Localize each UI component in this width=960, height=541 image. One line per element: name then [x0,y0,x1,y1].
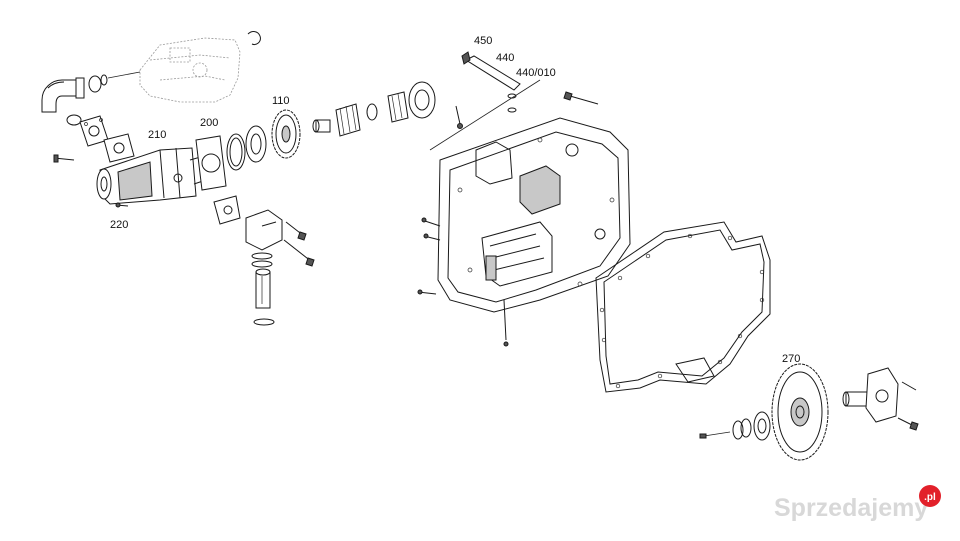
flange-plate-210 [103,133,135,163]
bolt-left [53,154,75,163]
bearing-270 [753,411,771,441]
washers-270 [699,418,752,440]
o-ring-440-010 [507,93,517,113]
seal-ring-large [408,81,436,119]
bolt-220 [115,202,129,208]
transmission-housing [437,117,631,313]
housing-gasket [595,221,771,393]
watermark-logo: Sprzedajemy .pl [774,485,941,522]
o-ring-bottom [253,318,275,326]
part-label-450: 450 [474,35,492,47]
gear-110 [271,109,301,159]
svg-text:270: 270 [782,353,800,365]
part-label-270: 270 [782,353,800,365]
bearing-440 [387,91,409,123]
hydraulic-pump [96,147,207,205]
watermark-badge-icon [919,485,941,507]
o-rings-stack [251,252,273,268]
svg-text:440/010: 440/010 [516,67,556,79]
svg-text:110: 110 [272,95,290,107]
splined-coupling [335,103,361,137]
flange-plate-left [79,115,109,147]
bearing-110 [245,125,267,163]
elbow-fitting [41,71,141,126]
flange-plate-lower [213,195,241,225]
svg-text:210: 210 [148,129,166,141]
part-label-210: 210 [148,129,166,141]
part-label-110: 110 [272,95,290,107]
shaft-pin-450 [461,51,521,91]
o-ring-small [366,103,378,121]
part-label-440-010: 440/010 [429,67,556,151]
connector-block [245,209,283,251]
engine-block-ghost [139,37,241,103]
gear-270 [771,363,829,461]
small-clip-part [247,31,261,45]
o-ring-200 [226,133,246,171]
svg-text:Sprzedajemy: Sprzedajemy [774,494,928,522]
svg-text:450: 450 [474,35,492,47]
svg-text:220: 220 [110,219,128,231]
small-screws [417,105,509,347]
bolt-pair [283,221,315,267]
part-label-440: 440 [496,52,514,64]
pins-270 [897,381,919,431]
part-label-200: 200 [200,117,218,129]
bracket-270 [865,367,899,423]
svg-text:440: 440 [496,52,514,64]
svg-text:.pl: .pl [924,492,936,503]
part-label-220: 220 [110,219,128,231]
pipe-section [255,268,271,309]
bolt-right [563,91,599,105]
shaft-sleeve [312,119,331,133]
gasket-200 [195,135,227,191]
svg-text:200: 200 [200,117,218,129]
